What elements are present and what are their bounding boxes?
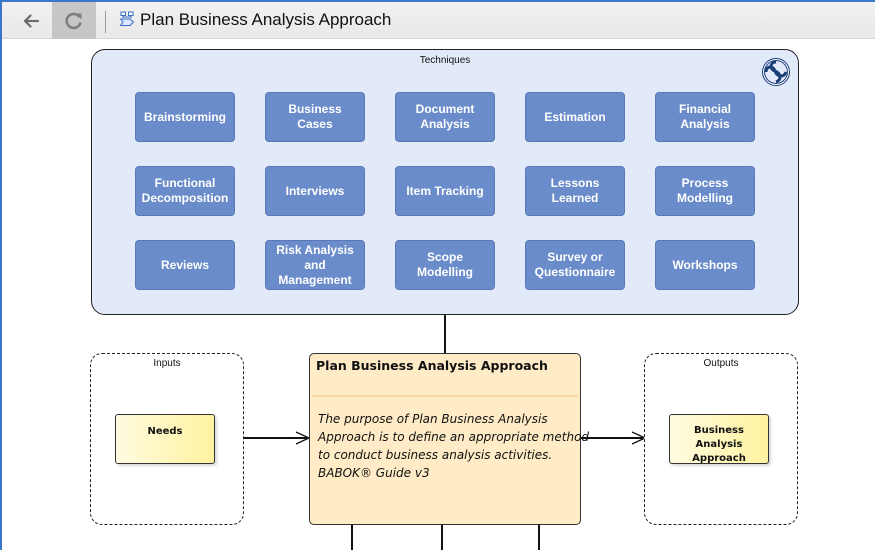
technique-brainstorming[interactable]: Brainstorming [135,92,235,142]
technique-label: Item Tracking [406,183,484,198]
bottom-connector-2 [441,525,443,550]
technique-interviews[interactable]: Interviews [265,166,365,216]
task-description-line: to conduct business analysis activities. [318,448,553,462]
task-description-line: BABOK® Guide v3 [318,466,430,480]
babok-logo-icon [762,58,790,86]
inputs-group[interactable]: Inputs Needs [90,353,244,525]
output-connector [581,437,643,439]
output-label-line: Business Analysis [694,425,744,450]
task-description-line: Approach is to define an appropriate met… [318,430,590,444]
activity-diagram-icon [119,11,135,26]
outputs-title: Outputs [703,358,739,369]
refresh-button[interactable] [52,2,96,39]
window-top-border [0,0,875,3]
bottom-connector-1 [351,525,353,550]
input-needs-label: Needs [147,426,183,437]
refresh-icon [65,12,82,29]
output-business-analysis-approach[interactable]: Business Analysis Approach [669,414,769,464]
task-description-line: The purpose of Plan Business Analysis [318,412,548,426]
technique-workshops[interactable]: Workshops [655,240,755,290]
back-button[interactable] [9,2,53,39]
task-title: Plan Business Analysis Approach [316,358,548,373]
task-divider [312,395,578,397]
technique-item-tracking[interactable]: Item Tracking [395,166,495,216]
bottom-connector-3 [538,525,540,550]
technique-reviews[interactable]: Reviews [135,240,235,290]
window-left-border [0,0,2,550]
technique-label: Estimation [544,109,606,124]
technique-label: Brainstorming [143,109,226,124]
inputs-title: Inputs [153,358,181,369]
techniques-connector [444,315,446,353]
technique-label: Workshops [672,257,738,272]
needs-connector [244,437,307,439]
input-needs[interactable]: Needs [115,414,215,464]
technique-estimation[interactable]: Estimation [525,92,625,142]
diagram-title: Plan Business Analysis Approach [140,10,392,29]
task-description: The purpose of Plan Business Analysis Ap… [318,410,590,482]
toolbar-separator [105,11,106,33]
outputs-group[interactable]: Outputs Business Analysis Approach [644,353,798,525]
diagram-toolbar: Plan Business Analysis Approach [2,2,875,39]
output-label-line: Approach [692,453,746,464]
task-plan-business-analysis-approach[interactable]: Plan Business Analysis Approach The purp… [309,353,590,525]
technique-label: Interviews [285,183,345,198]
arrow-left-icon [23,13,40,28]
technique-label: Reviews [160,257,210,272]
techniques-title: Techniques [419,55,471,66]
